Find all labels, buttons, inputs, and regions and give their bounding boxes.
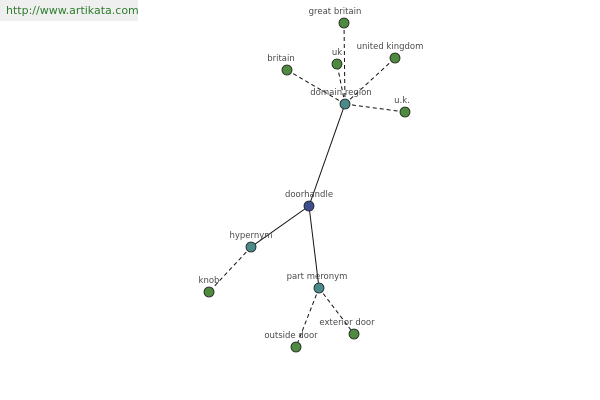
node-marker[interactable] bbox=[348, 328, 360, 340]
edge-hypernym-knob bbox=[208, 246, 252, 293]
node-label: hypernym bbox=[229, 231, 272, 241]
node-hypernym[interactable]: hypernym bbox=[229, 231, 273, 253]
node-exterior-door[interactable]: exterior door bbox=[319, 318, 375, 340]
edge-domain_region-united_kingdom bbox=[344, 57, 396, 105]
edge-doorhandle-hypernym bbox=[250, 205, 310, 248]
edge-part_meronym-outside_door bbox=[295, 287, 320, 348]
node-uk[interactable]: uk bbox=[331, 48, 343, 70]
node-label: doorhandle bbox=[285, 190, 333, 200]
node-marker[interactable] bbox=[290, 341, 302, 353]
node-label: uk bbox=[332, 48, 342, 58]
node-united-kingdom[interactable]: united kingdom bbox=[357, 42, 424, 64]
node-great-britain[interactable]: great britain bbox=[309, 7, 362, 29]
node-marker[interactable] bbox=[281, 64, 293, 76]
edge-domain_region-u_k bbox=[344, 103, 406, 113]
edge-part_meronym-exterior_door bbox=[318, 287, 355, 335]
node-label: part meronym bbox=[287, 272, 348, 282]
node-marker[interactable] bbox=[331, 58, 343, 70]
edge-doorhandle-part_meronym bbox=[308, 205, 320, 289]
node-marker[interactable] bbox=[338, 17, 350, 29]
node-u-k[interactable]: u.k. bbox=[394, 96, 411, 118]
node-marker[interactable] bbox=[339, 98, 351, 110]
node-label: outside door bbox=[264, 331, 318, 341]
node-knob[interactable]: knob bbox=[199, 276, 220, 298]
edge-domain_region-britain bbox=[286, 69, 346, 105]
node-marker[interactable] bbox=[203, 286, 215, 298]
node-label: united kingdom bbox=[357, 42, 424, 52]
nodes-layer: doorhandle domain region hypernym part mero… bbox=[199, 7, 424, 353]
edges-layer bbox=[208, 22, 406, 348]
node-marker[interactable] bbox=[245, 241, 257, 253]
node-britain[interactable]: britain bbox=[267, 54, 295, 76]
edge-doorhandle-domain_region bbox=[308, 103, 346, 207]
node-label: domain region bbox=[310, 88, 371, 98]
node-outside-door[interactable]: outside door bbox=[264, 331, 318, 353]
node-domain-region[interactable]: domain region bbox=[310, 88, 372, 110]
node-marker[interactable] bbox=[313, 282, 325, 294]
node-marker[interactable] bbox=[303, 200, 315, 212]
node-label: britain bbox=[267, 54, 295, 64]
node-part-meronym[interactable]: part meronym bbox=[287, 272, 348, 294]
node-marker[interactable] bbox=[389, 52, 401, 64]
site-url[interactable]: http://www.artikata.com bbox=[0, 0, 139, 21]
edge-domain_region-uk bbox=[336, 63, 346, 105]
node-doorhandle[interactable]: doorhandle bbox=[285, 190, 333, 212]
node-label: exterior door bbox=[319, 318, 375, 328]
node-label: knob bbox=[199, 276, 220, 286]
node-label: u.k. bbox=[394, 96, 410, 106]
node-marker[interactable] bbox=[399, 106, 411, 118]
node-label: great britain bbox=[309, 7, 362, 17]
